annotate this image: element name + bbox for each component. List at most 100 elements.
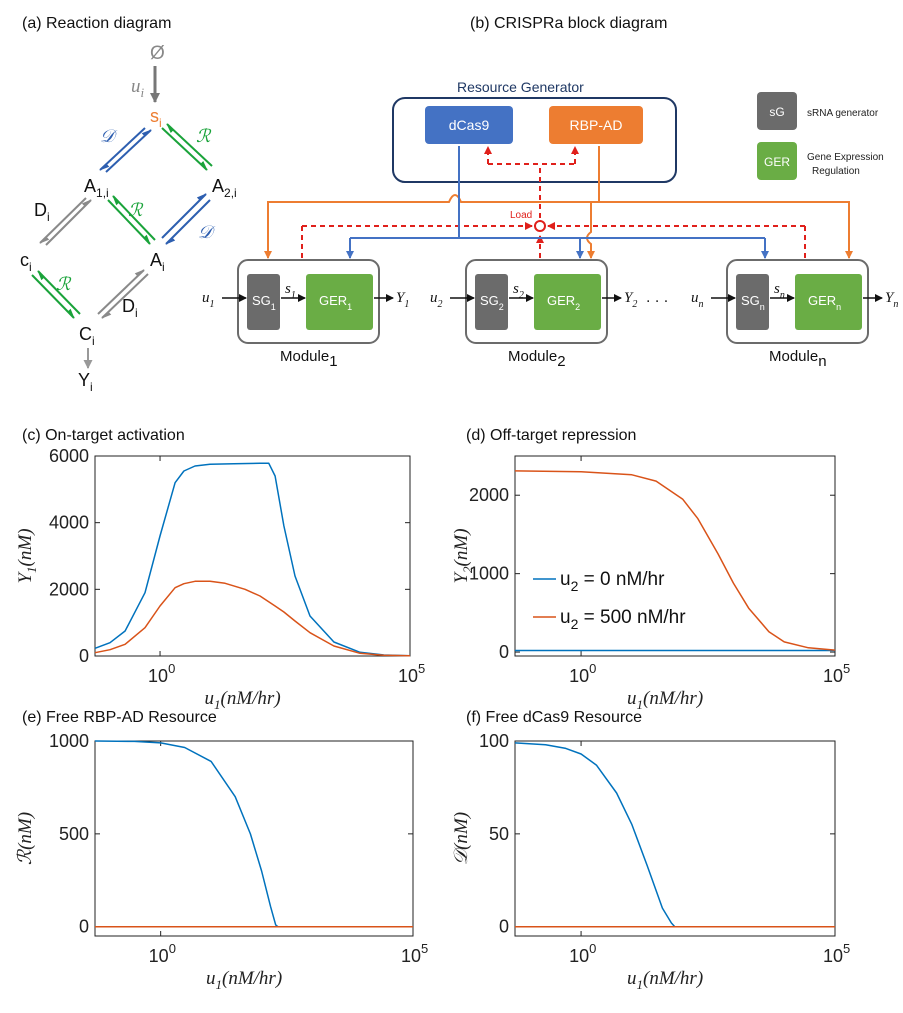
module-signal-label: s1 xyxy=(285,281,296,301)
module-signal-label: s2 xyxy=(513,281,524,301)
ger-block-label: GER2 xyxy=(547,293,580,312)
x-tick-label: 100 xyxy=(569,941,596,966)
x-tick-label: 105 xyxy=(398,661,425,686)
panel-a-title: (a) Reaction diagram xyxy=(22,15,171,32)
x-axis-label: u1(nM/hr) xyxy=(206,968,282,992)
panel-c-title: (c) On-target activation xyxy=(22,427,185,444)
arrow-ai-to-a1 xyxy=(112,195,156,241)
sg-block-label: SG1 xyxy=(252,293,276,312)
resource-generator-box xyxy=(392,97,677,183)
series-line-2 xyxy=(94,580,411,657)
sg-block xyxy=(736,274,769,330)
y-tick-label: 50 xyxy=(489,824,509,844)
arrow-ai-to-cc xyxy=(101,273,149,319)
input-u-label: ui xyxy=(131,76,145,100)
plot-area xyxy=(94,455,411,657)
module-input-label: u2 xyxy=(430,290,443,310)
legend-ger-box-label: GER xyxy=(764,155,790,169)
module-signal-label: sn xyxy=(774,281,785,301)
sg-block xyxy=(475,274,508,330)
y-tick-label: 1000 xyxy=(469,564,509,584)
panel-f-title: (f) Free dCas9 Resource xyxy=(466,709,642,726)
ger-block-label: GERn xyxy=(808,293,841,312)
series-line-2 xyxy=(514,470,836,651)
y-tick-label: 4000 xyxy=(49,513,89,533)
arrow-c-to-a1 xyxy=(45,199,92,246)
load-feedback-lines xyxy=(301,146,806,258)
ger-block-label: GER1 xyxy=(319,293,352,312)
y-axis-label: Y1(nM) xyxy=(15,528,39,583)
module-output-label: Yn xyxy=(885,290,898,310)
label-calR-2: ℛ xyxy=(128,200,144,220)
null-species: Ø xyxy=(150,43,165,64)
ger-block xyxy=(534,274,601,330)
arrow-c-to-cc xyxy=(31,274,75,319)
legend-entry: u2 = 0 nM/hr xyxy=(560,569,665,594)
species-cc: Ci xyxy=(79,324,95,348)
arrow-a2-to-ai xyxy=(165,199,211,245)
species-s: si xyxy=(150,106,162,130)
sg-block-label: SG2 xyxy=(480,293,504,312)
y-tick-label: 0 xyxy=(499,642,509,662)
arrow-a1-to-ai xyxy=(107,199,151,245)
legend-sg-box xyxy=(757,92,797,130)
resource-generator-label: Resource Generator xyxy=(457,79,584,95)
y-tick-label: 0 xyxy=(499,917,509,937)
sg-block xyxy=(247,274,280,330)
plot-area xyxy=(94,740,414,937)
module-box xyxy=(726,259,869,344)
arrow-cc-to-c xyxy=(37,270,81,315)
y-axis-label: ℛ(nM) xyxy=(15,812,36,865)
plot-area xyxy=(514,740,836,937)
x-tick-label: 100 xyxy=(569,661,596,686)
module-name: Module2 xyxy=(508,348,566,370)
module-output-label: Y2 xyxy=(624,290,637,310)
ger-block xyxy=(795,274,862,330)
y-tick-label: 2000 xyxy=(49,579,89,599)
reaction-diagram: Ø ui si 𝒟 ℛ A1,i A2,i ℛ 𝒟 Di Ai ci ℛ xyxy=(20,43,237,394)
label-d-2: Di xyxy=(122,296,138,320)
y-tick-label: 2000 xyxy=(469,485,509,505)
ger-block xyxy=(306,274,373,330)
module-name: Module1 xyxy=(280,348,338,370)
load-node xyxy=(534,220,546,232)
dcas9-box xyxy=(425,106,513,144)
arrow-s-to-a1 xyxy=(99,127,146,171)
x-tick-label: 100 xyxy=(148,661,175,686)
arrow-ai-to-a2 xyxy=(161,193,207,239)
x-tick-label: 105 xyxy=(823,941,850,966)
arrow-cc-to-ai xyxy=(97,269,145,315)
legend-sg-text: sRNA generator xyxy=(807,108,879,119)
dcas9-distribution-lines xyxy=(346,146,769,259)
species-a2: A2,i xyxy=(212,176,237,200)
y-tick-label: 100 xyxy=(479,731,509,751)
module-input-label: u1 xyxy=(202,290,215,310)
arrow-s-to-a2 xyxy=(161,127,208,171)
load-label: Load xyxy=(510,210,532,221)
x-axis-label: u1(nM/hr) xyxy=(627,688,703,712)
label-calR-3: ℛ xyxy=(56,274,72,294)
plot-area xyxy=(514,455,836,657)
module-name: Modulen xyxy=(769,348,827,370)
rbpad-box xyxy=(549,106,643,144)
module-dots: . . . xyxy=(646,289,668,306)
label-d-1: Di xyxy=(34,200,50,224)
module-input-label: un xyxy=(691,290,704,310)
label-calD-2: 𝒟 xyxy=(198,222,216,242)
label-calR-1: ℛ xyxy=(196,126,212,146)
x-axis-label: u1(nM/hr) xyxy=(627,968,703,992)
x-tick-label: 105 xyxy=(823,661,850,686)
sg-block-label: SGn xyxy=(741,293,765,312)
series-line-1 xyxy=(514,742,835,928)
y-tick-label: 500 xyxy=(59,824,89,844)
arrow-a1-to-c xyxy=(39,197,87,244)
